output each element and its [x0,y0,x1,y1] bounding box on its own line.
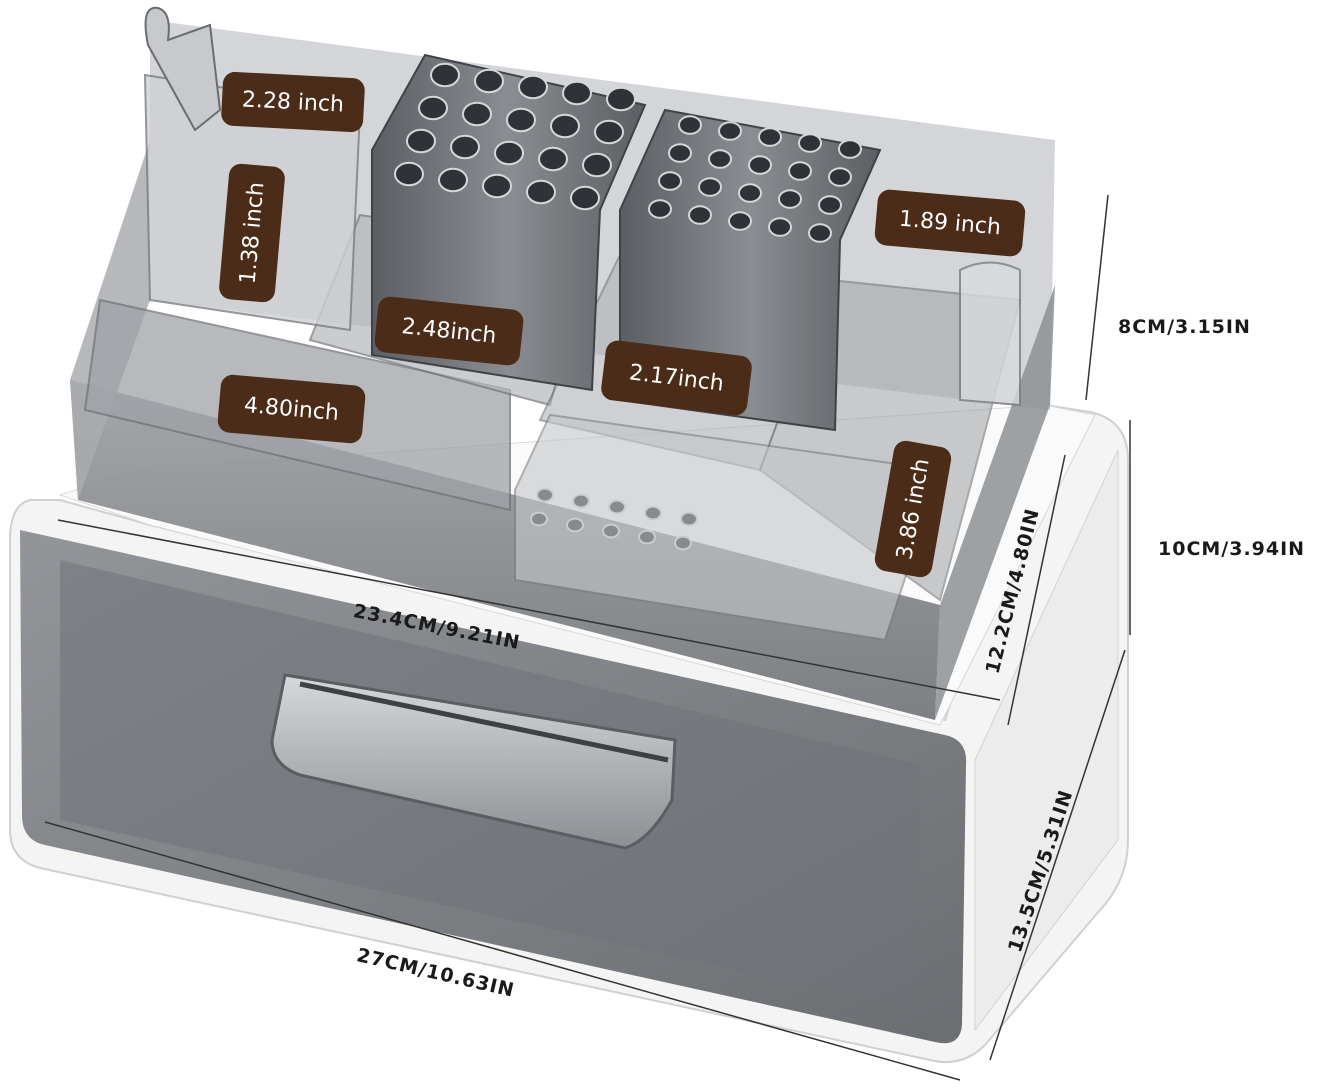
dim-line-base-depth [989,649,1126,1061]
label-back-slot: 1.38 inch [218,162,286,304]
brush-hole [738,183,762,203]
dim-drawer-height: 10CM/3.94IN [1158,538,1306,560]
brush-hole [462,101,492,127]
brush-hole [708,149,732,169]
brush-hole [430,62,460,88]
label-pen-cup: 2.28 inch [220,71,366,133]
brush-hole [678,115,702,135]
brush-hole [606,86,636,112]
brush-hole [394,161,424,187]
acrylic-organizer [70,6,1055,720]
brush-hole [698,177,722,197]
dim-line-organizer-height [1085,194,1109,401]
brush-hole [688,205,712,225]
dim-line-organizer-depth [1007,454,1066,726]
brush-hole [594,119,624,145]
brush-hole [518,74,548,100]
brush-hole [538,146,568,172]
drawer-handle [270,673,677,850]
brush-hole [648,199,672,219]
brush-hole [798,133,822,153]
brush-hole [668,143,692,163]
brush-hole [838,139,862,159]
round-cup [959,261,1021,407]
organizer-right-panel [935,285,1055,720]
brush-hole [788,161,812,181]
dim-organizer-height: 8CM/3.15IN [1118,316,1251,338]
brush-hole [526,179,556,205]
brush-hole [550,113,580,139]
organizer-front-panel [70,380,940,720]
brush-hole [474,68,504,94]
brush-hole [808,223,832,243]
dim-line-organizer-width [57,519,1001,701]
brush-hole [778,189,802,209]
brush-hole [728,211,752,231]
brush-hole [494,140,524,166]
brush-hole [418,95,448,121]
dimension-lines [44,194,1131,1081]
brush-hole [658,171,682,191]
brush-hole [406,128,436,154]
brush-hole [748,155,772,175]
brush-hole [450,134,480,160]
brush-hole [768,217,792,237]
brush-hole [570,185,600,211]
brush-hole [718,121,742,141]
dim-line-base-width [44,821,961,1081]
brush-hole [562,80,592,106]
brush-hole [758,127,782,147]
handle-hinge [299,681,669,763]
brush-hole [582,152,612,178]
hook [144,6,222,132]
brush-hole [506,107,536,133]
brush-hole [438,167,468,193]
brush-hole [482,173,512,199]
brush-hole [828,167,852,187]
drawer-side-panel [974,449,1119,1032]
brush-hole [818,195,842,215]
